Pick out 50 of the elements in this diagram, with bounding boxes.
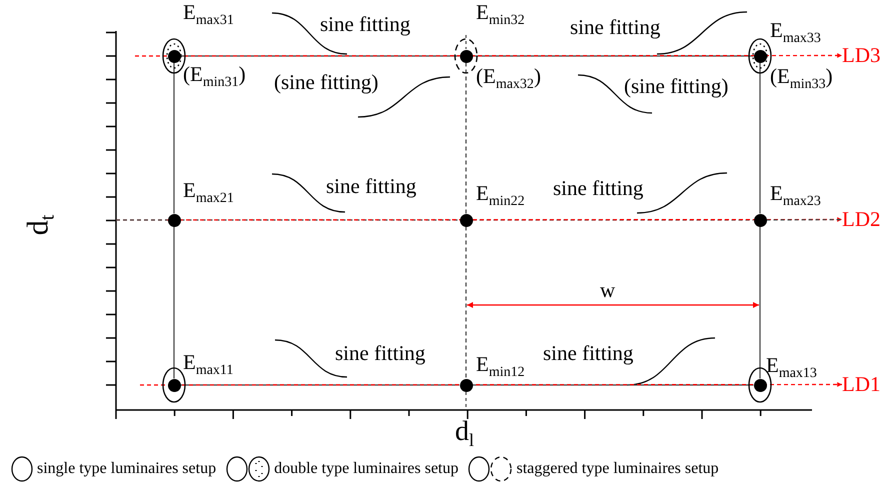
row-label: LD2: [842, 209, 880, 230]
curve-label: sine fitting: [320, 14, 410, 35]
point-label: (E$_{min33}$): [770, 66, 833, 92]
connector-line: [472, 384, 754, 386]
data-point: [460, 378, 472, 392]
point-label: E$_{max21}$: [183, 180, 234, 206]
connector-line: [472, 55, 754, 57]
point-label: E$_{max13}$: [766, 355, 817, 381]
arrow: [140, 382, 842, 387]
row-label: LD3: [842, 45, 880, 66]
point-label: E$_{max33}$: [770, 20, 821, 46]
point-label: E$_{max31}$: [183, 2, 234, 28]
data-point: [168, 214, 180, 226]
point-label: E$_{min32}$: [476, 2, 525, 28]
arrow: [135, 53, 842, 58]
connector-line: [759, 226, 761, 378]
curve-label: (sine fitting): [274, 72, 378, 93]
connector-line: [116, 219, 168, 221]
connector-line: [759, 62, 761, 214]
row-label: LD1: [842, 374, 880, 395]
connector-line: [465, 226, 467, 378]
axis-label: d$_{l}$: [455, 418, 474, 449]
legend-text: single type luminaires setup: [37, 460, 216, 478]
data-point: [460, 214, 472, 226]
data-point: [168, 50, 180, 62]
curve-label: (sine fitting): [624, 76, 728, 97]
dimension-label: w: [600, 280, 616, 301]
point-label: E$_{min22}$: [476, 183, 525, 209]
data-point: [460, 50, 472, 62]
data-point: [754, 378, 766, 392]
point-label: (E$_{min31}$): [183, 64, 246, 90]
connector-line: [173, 62, 175, 214]
point-label: E$_{max11}$: [183, 352, 234, 378]
connector-line: [180, 219, 460, 221]
connector-line: [173, 226, 175, 378]
legend-text: double type luminaires setup: [274, 460, 458, 478]
legend-text: staggered type luminaires setup: [516, 460, 719, 478]
curve-label: sine fitting: [335, 343, 426, 364]
curve-label: sine fitting: [326, 176, 416, 197]
point-label: (E$_{max32}$): [476, 66, 541, 92]
point-label: E$_{max23}$: [770, 183, 821, 209]
point-label: E$_{min12}$: [476, 354, 525, 380]
curve-label: sine fitting: [543, 343, 634, 364]
connector-line: [465, 62, 467, 214]
connector-line: [766, 219, 842, 221]
data-point: [168, 378, 180, 392]
data-point: [754, 50, 766, 62]
curve-label: sine fitting: [553, 178, 644, 199]
curve-label: sine fitting: [570, 17, 660, 38]
data-point: [754, 214, 766, 226]
